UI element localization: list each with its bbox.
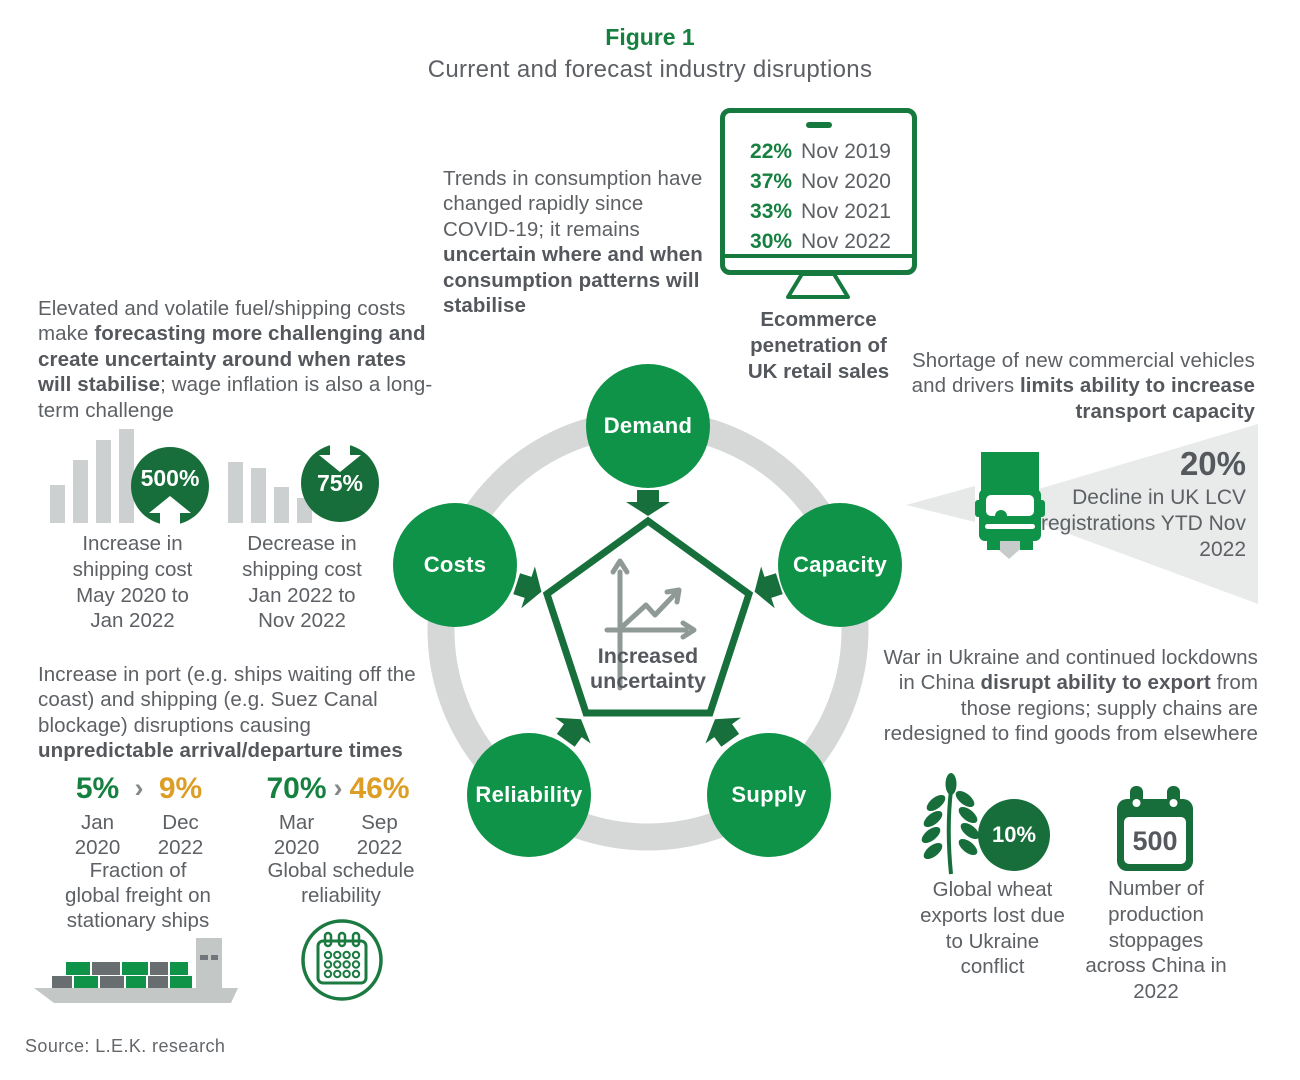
monitor-stand-icon bbox=[786, 272, 850, 299]
source-note: Source: L.E.K. research bbox=[25, 1036, 226, 1056]
monitor-camera-dash bbox=[805, 122, 832, 128]
monitor-caption: Ecommerce penetration of UK retail sales bbox=[747, 308, 890, 383]
lcv-stat: 20% Decline in UK LCV registrations YTD … bbox=[1040, 445, 1246, 562]
monitor-pct: 30% bbox=[750, 230, 793, 253]
container-ship-icon bbox=[34, 938, 238, 1003]
reliability-text-plain: Increase in port (e.g. ships waiting off… bbox=[38, 663, 416, 737]
schedule-caption: Global schedule reliability bbox=[267, 859, 415, 907]
monitor-date: Nov 2022 bbox=[801, 230, 891, 253]
capacity-text-plain: Shortage of new commercial vehicles and … bbox=[911, 349, 1255, 398]
monitor-pct: 22% bbox=[750, 140, 793, 163]
stoppages-value: 500 bbox=[1132, 826, 1178, 856]
reliability-text-bold: unpredictable arrival/departure times bbox=[38, 739, 403, 763]
growth-chart-icon bbox=[604, 558, 697, 691]
costs-text-plain: Elevated and volatile fuel/shipping cost… bbox=[38, 297, 406, 346]
node-supply: Supply bbox=[707, 733, 831, 857]
costs-text: Elevated and volatile fuel/shipping cost… bbox=[38, 296, 440, 423]
pentagon-label: Increased uncertainty bbox=[590, 644, 706, 693]
monitor-date: Nov 2021 bbox=[801, 200, 891, 223]
calendar-icon-outline bbox=[301, 919, 383, 1001]
figure-subtitle: Current and forecast industry disruption… bbox=[427, 56, 873, 83]
decrease-circle bbox=[301, 444, 379, 522]
node-reliability: Reliability bbox=[467, 733, 591, 857]
stoppages-caption: Number of production stoppages across Ch… bbox=[1085, 877, 1227, 1004]
schedule-to-value: 46% bbox=[349, 772, 410, 805]
wheat-caption: Global wheat exports lost due to Ukraine… bbox=[920, 878, 1065, 979]
freight-caption: Fraction of global freight on stationary… bbox=[65, 859, 211, 932]
figure-label: Figure 1 bbox=[605, 24, 695, 50]
costs-text-plain2: ; wage inflation is also a long-term cha… bbox=[38, 373, 433, 422]
freight-stat: 5% Jan 2020 › 9% Dec 2022 bbox=[68, 774, 210, 860]
increase-caption: Increase in shipping cost May 2020 to Ja… bbox=[72, 532, 193, 633]
wheat-value: 10% bbox=[991, 822, 1037, 847]
decrease-value: 75% bbox=[316, 469, 364, 496]
monitor-pct: 33% bbox=[750, 200, 793, 223]
reliability-text: Increase in port (e.g. ships waiting off… bbox=[38, 662, 443, 764]
rising-bars-chart bbox=[50, 429, 134, 523]
supply-text-bold: disrupt ability to export bbox=[980, 671, 1211, 695]
monitor-stats: 22% Nov 2019 37% Nov 2020 33% Nov 2021 3… bbox=[725, 137, 912, 257]
capacity-wedge-small bbox=[906, 486, 975, 522]
node-costs: Costs bbox=[393, 503, 517, 627]
increase-value: 500% bbox=[140, 464, 200, 491]
arrow-right-icon: › bbox=[134, 773, 144, 803]
freight-to-date: Dec 2022 bbox=[157, 811, 204, 859]
inward-arrows bbox=[513, 490, 783, 747]
schedule-to-date: Sep 2022 bbox=[356, 811, 403, 859]
supply-text-plain2: from those regions; supply chains are re… bbox=[883, 671, 1258, 746]
capacity-text: Shortage of new commercial vehicles and … bbox=[895, 348, 1255, 424]
freight-from-date: Jan 2020 bbox=[74, 811, 121, 859]
up-arrow-icon bbox=[149, 496, 191, 525]
decrease-caption: Decrease in shipping cost Jan 2022 to No… bbox=[242, 532, 362, 633]
node-capacity: Capacity bbox=[778, 503, 902, 627]
costs-text-bold: forecasting more challenging and create … bbox=[38, 322, 426, 397]
arrow-supply-icon bbox=[705, 717, 741, 747]
arrow-demand-icon bbox=[626, 490, 670, 516]
arrow-reliability-icon bbox=[555, 717, 591, 747]
demand-text: Trends in consumption have changed rapid… bbox=[443, 166, 705, 318]
demand-text-plain: Trends in consumption have changed rapid… bbox=[443, 167, 703, 241]
arrow-right-icon: › bbox=[333, 773, 343, 803]
title-block: Figure 1 Current and forecast industry d… bbox=[0, 24, 1300, 84]
schedule-stat: 70% Mar 2020 › 46% Sep 2022 bbox=[243, 774, 433, 860]
monitor-row: 30% Nov 2022 bbox=[725, 227, 912, 257]
arrow-costs-icon bbox=[513, 566, 542, 609]
truck-icon bbox=[975, 452, 1045, 550]
increase-circle bbox=[131, 447, 209, 525]
schedule-from-date: Mar 2020 bbox=[273, 811, 320, 859]
wheat-stat-circle bbox=[978, 799, 1050, 871]
monitor-date: Nov 2020 bbox=[801, 170, 891, 193]
schedule-from-value: 70% bbox=[266, 772, 327, 805]
uncertainty-pentagon bbox=[542, 516, 754, 717]
calendar-icon-filled bbox=[1117, 786, 1193, 871]
lcv-value: 20% bbox=[1179, 445, 1246, 482]
supply-text-plain: War in Ukraine and continued lockdowns i… bbox=[883, 646, 1258, 695]
monitor-row: 33% Nov 2021 bbox=[725, 197, 912, 227]
demand-text-bold: uncertain where and when consumption pat… bbox=[443, 243, 703, 318]
monitor-row: 37% Nov 2020 bbox=[725, 167, 912, 197]
down-arrow-icon bbox=[319, 443, 361, 472]
monitor-icon: 22% Nov 2019 37% Nov 2020 33% Nov 2021 3… bbox=[720, 108, 917, 275]
monitor-date: Nov 2019 bbox=[801, 140, 891, 163]
supply-text: War in Ukraine and continued lockdowns i… bbox=[868, 645, 1258, 747]
monitor-pct: 37% bbox=[750, 170, 793, 193]
monitor-bezel-line bbox=[725, 254, 912, 258]
arrow-capacity-icon bbox=[754, 566, 783, 609]
node-demand: Demand bbox=[586, 364, 710, 488]
capacity-text-bold: limits ability to increase transport cap… bbox=[1019, 374, 1255, 423]
freight-to-value: 9% bbox=[158, 772, 203, 805]
falling-bars-chart bbox=[228, 462, 312, 523]
lcv-caption: Decline in UK LCV registrations YTD Nov … bbox=[1040, 486, 1246, 561]
freight-from-value: 5% bbox=[75, 772, 120, 805]
capacity-wedge-large bbox=[988, 424, 1258, 604]
wheat-icon bbox=[921, 773, 980, 875]
monitor-row: 22% Nov 2019 bbox=[725, 137, 912, 167]
